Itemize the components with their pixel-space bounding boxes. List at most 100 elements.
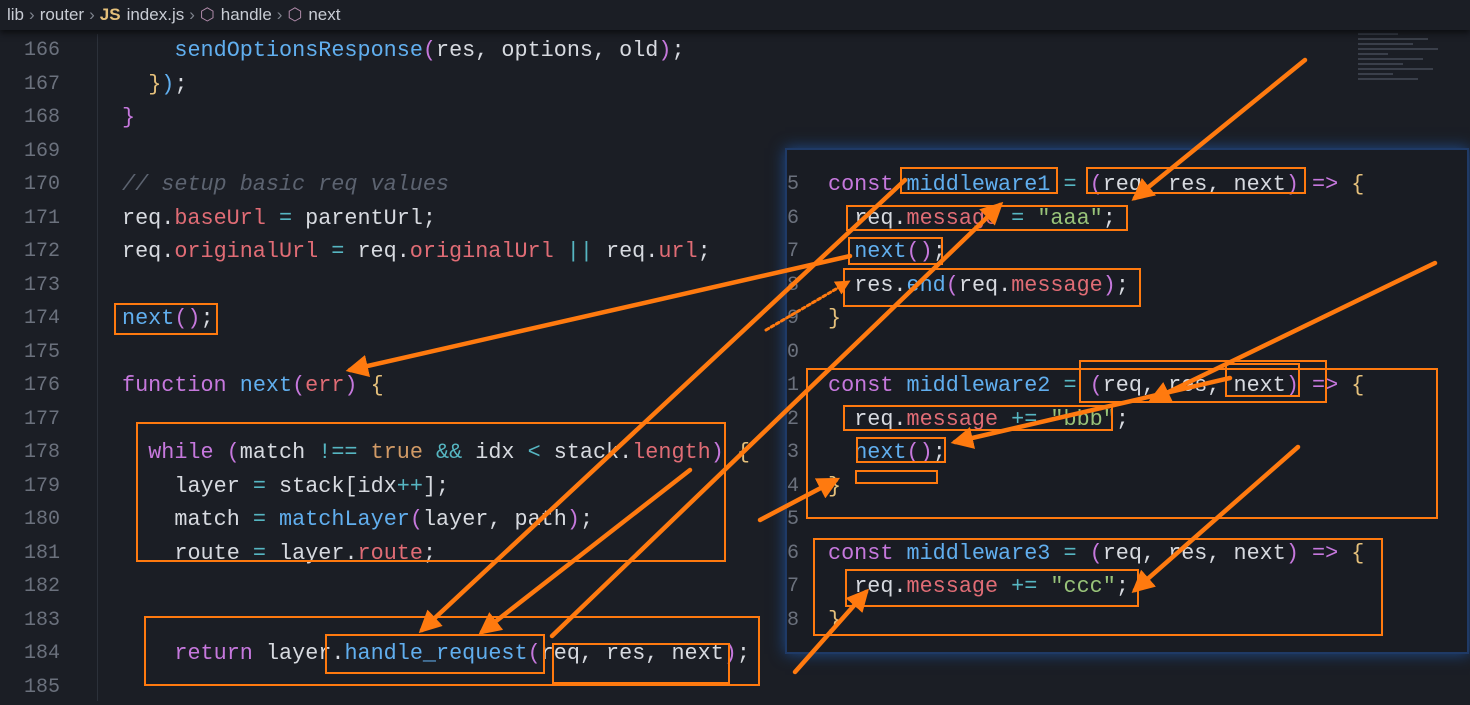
code-line[interactable]: req.message += "ccc";	[854, 570, 1129, 604]
code-token: req, res, next	[540, 641, 724, 666]
code-line[interactable]: match = matchLayer(layer, path);	[174, 503, 593, 537]
code-token: &&	[435, 440, 476, 465]
code-line[interactable]: sendOptionsResponse(res, options, old);	[174, 34, 684, 68]
code-token: true	[370, 440, 436, 465]
code-line[interactable]: req.message = "aaa";	[854, 202, 1116, 236]
code-token: ;	[422, 540, 437, 566]
line-number: 0	[787, 340, 800, 364]
code-token: handle_request	[344, 641, 528, 666]
code-token: =	[1050, 373, 1090, 398]
code-line[interactable]: });	[148, 68, 187, 102]
code-token: }	[148, 71, 162, 97]
line-number: 170	[23, 173, 60, 196]
line-number: 176	[23, 374, 60, 397]
arrow	[1131, 57, 1308, 201]
code-token: req.	[958, 272, 1012, 298]
code-token: =	[1050, 540, 1090, 566]
code-line[interactable]: req.originalUrl = req.originalUrl || req…	[122, 235, 711, 269]
line-number: 7	[787, 240, 800, 263]
breadcrumb-file[interactable]: index.js	[126, 5, 185, 24]
code-token: req.	[122, 205, 175, 231]
cube-icon: ⬡	[287, 5, 303, 24]
code-token: ++	[396, 473, 423, 499]
code-token: ;	[932, 440, 946, 465]
line-number: 175	[23, 340, 60, 364]
code-line[interactable]: layer = stack[idx++];	[174, 470, 449, 504]
code-line[interactable]: const middleware3 = (req, res, next) => …	[828, 537, 1364, 571]
code-token: =>	[1298, 540, 1352, 566]
code-token: parentUrl;	[305, 205, 436, 231]
code-token: message	[1011, 272, 1103, 298]
code-token: matchLayer	[279, 507, 410, 532]
code-token: req.	[122, 239, 175, 264]
code-token: ;	[671, 38, 685, 63]
code-token: (	[1089, 540, 1103, 566]
code-token: "aaa"	[1037, 205, 1103, 231]
code-token: +=	[998, 574, 1051, 599]
line-number: 174	[23, 307, 60, 330]
arrow	[792, 588, 869, 675]
code-line[interactable]: // setup basic req values	[122, 168, 449, 202]
arrow	[764, 280, 851, 332]
line-number: 6	[787, 206, 800, 230]
code-line[interactable]: const middleware2 = (req, res, next) => …	[828, 369, 1364, 403]
code-token: middleware2	[906, 373, 1051, 398]
code-token: originalUrl	[409, 239, 554, 264]
code-line[interactable]: next();	[122, 302, 214, 336]
line-number: 177	[23, 407, 60, 431]
code-token: return	[174, 641, 266, 666]
code-line[interactable]: next();	[854, 436, 946, 470]
code-token: req, res, next	[1102, 373, 1286, 398]
code-line[interactable]: req.baseUrl = parentUrl;	[122, 202, 436, 236]
line-number: 5	[787, 173, 800, 196]
code-token: =	[1050, 172, 1090, 197]
highlight-args	[552, 643, 730, 684]
code-line[interactable]: return layer.handle_request(req, res, ne…	[174, 637, 750, 671]
code-token: ||	[553, 239, 607, 264]
highlight-next-call	[114, 303, 218, 335]
code-token: const	[828, 540, 907, 566]
highlight-mw1-next	[848, 237, 943, 265]
highlight-mw2-next	[856, 437, 946, 463]
code-line[interactable]: }	[122, 101, 135, 135]
line-number: 1	[787, 374, 800, 397]
line-number: 183	[23, 608, 60, 632]
code-line[interactable]: res.end(req.message);	[854, 269, 1129, 303]
code-token: )	[1285, 172, 1299, 197]
breadcrumb-handle[interactable]: handle	[220, 5, 272, 24]
code-token: )	[723, 641, 737, 666]
code-token: baseUrl	[174, 205, 266, 231]
code-token: =	[252, 473, 280, 499]
code-token: }	[828, 306, 842, 331]
code-token: ;	[736, 641, 750, 666]
code-line[interactable]: next();	[854, 235, 946, 269]
breadcrumb-next[interactable]: next	[308, 5, 341, 24]
code-line[interactable]: }	[828, 302, 841, 336]
code-line[interactable]: req.message += "bbb";	[854, 403, 1129, 437]
code-token: (	[1089, 172, 1103, 197]
code-token: ()	[906, 239, 933, 264]
arrow	[1131, 444, 1301, 593]
breadcrumb-router[interactable]: router	[39, 5, 85, 24]
code-token: // setup basic req values	[122, 172, 450, 197]
code-token: )	[1285, 540, 1299, 566]
line-number: 3	[787, 441, 800, 464]
arrow	[1147, 260, 1438, 403]
code-token: match	[239, 440, 319, 465]
code-token: req.	[854, 406, 907, 432]
code-token: length	[632, 440, 711, 465]
code-line[interactable]: function next(err) {	[122, 369, 384, 403]
code-token: res, options, old	[436, 38, 659, 63]
code-token: ;	[697, 239, 711, 264]
code-token: stack[idx	[279, 473, 397, 499]
line-number: 178	[23, 441, 60, 464]
highlight-return	[144, 616, 760, 686]
code-token: (	[226, 440, 240, 465]
code-token: (	[292, 373, 306, 398]
minimap[interactable]	[1358, 30, 1448, 150]
code-token: {	[1351, 540, 1365, 566]
code-token: ;	[1115, 406, 1129, 432]
breadcrumb-lib[interactable]: lib	[7, 5, 25, 24]
code-line[interactable]: while (match !== true && idx < stack.len…	[148, 436, 750, 470]
